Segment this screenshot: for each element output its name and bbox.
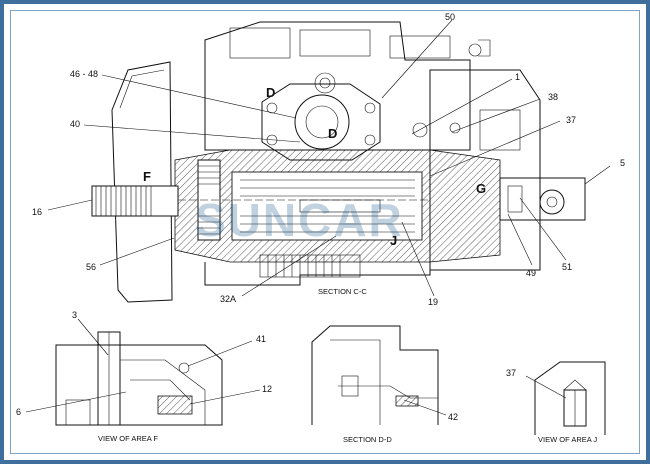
callout-37: 37 bbox=[566, 115, 576, 125]
piston-rows bbox=[240, 179, 415, 233]
watermark: SUNCAR bbox=[195, 194, 404, 246]
callout-40: 40 bbox=[70, 119, 80, 129]
view-area-f bbox=[25, 318, 261, 426]
callout-38: 38 bbox=[548, 92, 558, 102]
callout-46-48: 46 - 48 bbox=[70, 69, 98, 79]
callout-16: 16 bbox=[32, 207, 42, 217]
callout-5: 5 bbox=[620, 158, 625, 168]
callout-41: 41 bbox=[256, 334, 266, 344]
callout-6: 6 bbox=[16, 407, 21, 417]
callout-51: 51 bbox=[562, 262, 572, 272]
callout-1: 1 bbox=[515, 72, 520, 82]
section-letter-d-top: D bbox=[266, 85, 275, 100]
callout-49: 49 bbox=[526, 268, 536, 278]
area-letter-g: G bbox=[476, 181, 486, 196]
caption-view-area-f: VIEW OF AREA F bbox=[98, 434, 158, 443]
caption-section-dd: SECTION D-D bbox=[343, 435, 392, 444]
section-letter-d-bottom: D bbox=[328, 126, 337, 141]
callout-3: 3 bbox=[72, 310, 77, 320]
area-letter-f: F bbox=[143, 169, 151, 184]
callout-50: 50 bbox=[445, 12, 455, 22]
input-shaft bbox=[91, 185, 430, 217]
section-dd bbox=[311, 325, 447, 425]
callout-12: 12 bbox=[262, 384, 272, 394]
callout-42: 42 bbox=[448, 412, 458, 422]
diagram-inner-border bbox=[10, 10, 640, 454]
leader-lines bbox=[47, 19, 611, 297]
callout-56: 56 bbox=[86, 262, 96, 272]
main-assembly bbox=[91, 21, 586, 303]
area-letter-j: J bbox=[390, 233, 397, 248]
callout-32a: 32A bbox=[220, 294, 236, 304]
caption-view-area-j: VIEW OF AREA J bbox=[538, 435, 597, 444]
view-area-j bbox=[525, 361, 606, 435]
callout-19: 19 bbox=[428, 297, 438, 307]
gear bbox=[197, 159, 221, 241]
caption-section-cc: SECTION C-C bbox=[318, 287, 367, 296]
callout-37-j: 37 bbox=[506, 368, 516, 378]
